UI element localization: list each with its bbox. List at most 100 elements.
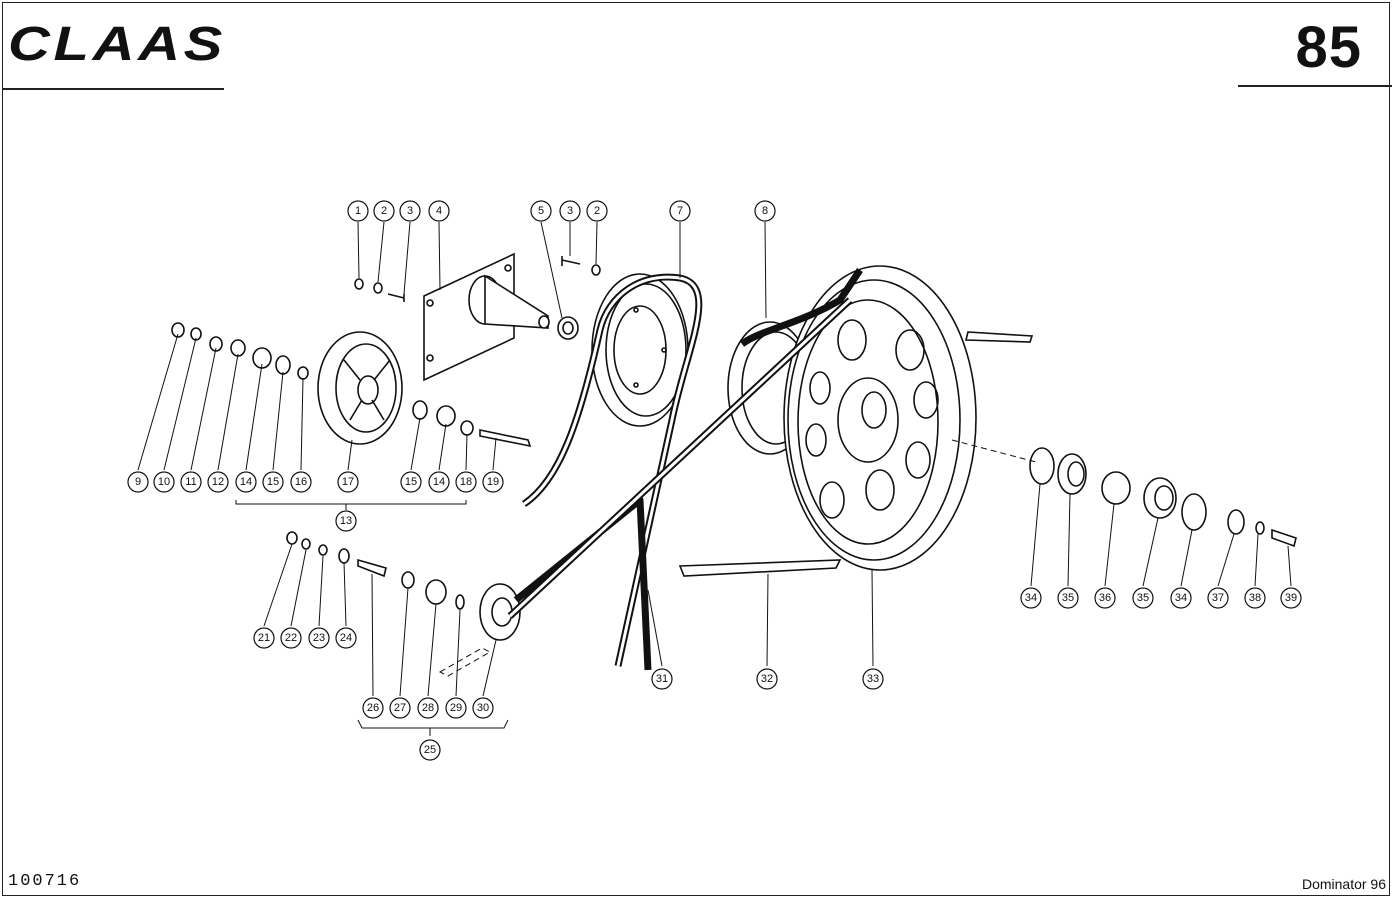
svg-text:34: 34	[1175, 592, 1187, 604]
svg-text:33: 33	[867, 673, 879, 685]
callout-32: 32	[756, 668, 778, 690]
svg-text:27: 27	[394, 702, 406, 714]
leader-lines	[137, 221, 1292, 736]
callout-29: 29	[445, 697, 467, 719]
callout-10: 10	[153, 471, 175, 493]
large-pulley-33-part	[678, 265, 1034, 577]
callout-34: 34	[1020, 587, 1042, 609]
callout-22: 22	[280, 627, 302, 649]
svg-text:23: 23	[313, 632, 325, 644]
callout-1: 1	[347, 200, 369, 222]
callout-25: 25	[419, 739, 441, 761]
callout-15: 15	[262, 471, 284, 493]
logo-underline	[2, 88, 224, 90]
callout-3-second: 3	[559, 200, 581, 222]
svg-text:35: 35	[1062, 592, 1074, 604]
callout-16: 16	[290, 471, 312, 493]
callout-8: 8	[754, 200, 776, 222]
callout-5: 5	[530, 200, 552, 222]
svg-text:28: 28	[422, 702, 434, 714]
svg-text:4: 4	[436, 205, 442, 217]
svg-text:26: 26	[367, 702, 379, 714]
callout-35: 35	[1057, 587, 1079, 609]
callout-39: 39	[1280, 587, 1302, 609]
hub-parts-left	[171, 322, 532, 448]
callout-2-second: 2	[586, 200, 608, 222]
pulley-7-part	[591, 273, 689, 427]
callout-4: 4	[428, 200, 450, 222]
callout-35-second: 35	[1132, 587, 1154, 609]
brand-wordmark: CLAAS	[8, 18, 226, 68]
callout-7: 7	[669, 200, 691, 222]
svg-text:25: 25	[424, 744, 436, 756]
svg-text:16: 16	[295, 476, 307, 488]
callout-3: 3	[399, 200, 421, 222]
callout-23: 23	[308, 627, 330, 649]
idler-pulley-30-part	[438, 583, 521, 677]
svg-text:17: 17	[342, 476, 354, 488]
page-number-underline	[1238, 85, 1392, 87]
svg-text:37: 37	[1212, 592, 1224, 604]
document-code: 100716	[8, 872, 82, 891]
svg-text:36: 36	[1099, 592, 1111, 604]
callout-19: 19	[482, 471, 504, 493]
callout-11: 11	[180, 471, 202, 493]
svg-text:12: 12	[212, 476, 224, 488]
callout-37: 37	[1207, 587, 1229, 609]
hub-parts-lower	[286, 531, 465, 610]
model-name: Dominator 96	[1301, 876, 1386, 892]
svg-text:29: 29	[450, 702, 462, 714]
svg-text:31: 31	[656, 673, 668, 685]
svg-text:19: 19	[487, 476, 499, 488]
callout-12: 12	[207, 471, 229, 493]
callout-9: 9	[127, 471, 149, 493]
callout-15-second: 15	[400, 471, 422, 493]
callout-31: 31	[651, 668, 673, 690]
svg-text:14: 14	[240, 476, 252, 488]
svg-text:7: 7	[677, 205, 683, 217]
callout-27: 27	[389, 697, 411, 719]
svg-text:18: 18	[460, 476, 472, 488]
svg-text:2: 2	[381, 205, 387, 217]
page-number: 85	[1295, 15, 1362, 80]
svg-text:34: 34	[1025, 592, 1037, 604]
svg-text:14: 14	[433, 476, 445, 488]
callout-28: 28	[417, 697, 439, 719]
svg-text:1: 1	[355, 205, 361, 217]
svg-text:39: 39	[1285, 592, 1297, 604]
callout-18: 18	[455, 471, 477, 493]
callout-33: 33	[862, 668, 884, 690]
svg-text:2: 2	[594, 205, 600, 217]
svg-text:3: 3	[567, 205, 573, 217]
claas-logo: CLAAS	[8, 18, 226, 68]
pulley-17-part	[317, 331, 403, 445]
svg-text:24: 24	[340, 632, 352, 644]
callout-34-second: 34	[1170, 587, 1192, 609]
belt-31-part	[521, 273, 703, 667]
svg-text:15: 15	[405, 476, 417, 488]
callout-21: 21	[253, 627, 275, 649]
callout-38: 38	[1244, 587, 1266, 609]
svg-text:11: 11	[185, 476, 196, 488]
svg-text:5: 5	[538, 205, 544, 217]
belt-main-part	[507, 297, 853, 671]
svg-text:22: 22	[285, 632, 297, 644]
mounting-plate-part	[423, 252, 550, 382]
svg-text:10: 10	[158, 476, 170, 488]
svg-text:8: 8	[762, 205, 768, 217]
svg-text:13: 13	[340, 515, 352, 527]
callout-13: 13	[335, 510, 357, 532]
belt-32-part	[739, 268, 863, 347]
callout-2: 2	[373, 200, 395, 222]
callout-17: 17	[337, 471, 359, 493]
callout-26: 26	[362, 697, 384, 719]
callout-24: 24	[335, 627, 357, 649]
spacer-bushing-part	[557, 316, 579, 340]
svg-text:30: 30	[477, 702, 489, 714]
svg-text:15: 15	[267, 476, 279, 488]
callout-14-second: 14	[428, 471, 450, 493]
svg-text:35: 35	[1137, 592, 1149, 604]
